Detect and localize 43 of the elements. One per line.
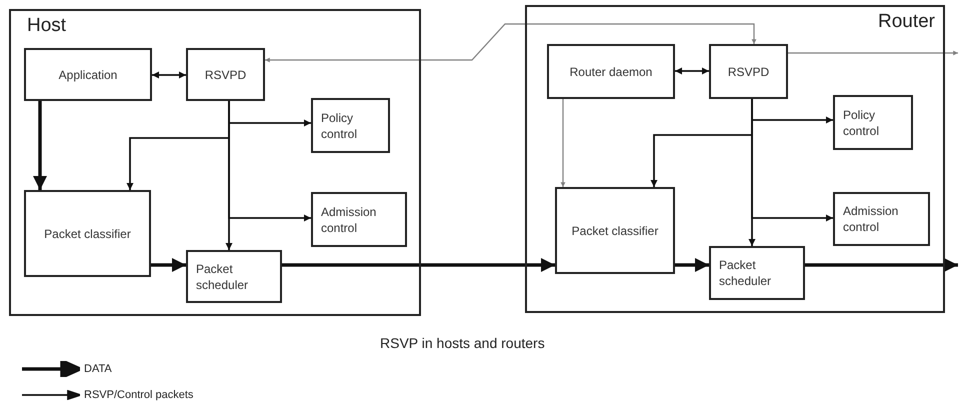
- arrow: [282, 258, 555, 272]
- process-box: [709, 44, 788, 99]
- box-label: Router daemon: [570, 64, 652, 80]
- box-label: Policy control: [843, 106, 880, 138]
- box-label: Policy control: [321, 110, 358, 142]
- process-box: [709, 246, 805, 300]
- container-box: [9, 9, 421, 316]
- process-box: [311, 192, 407, 247]
- process-box: [833, 192, 930, 246]
- box-label: Application: [58, 66, 118, 82]
- panel-title: Host: [27, 15, 66, 37]
- box-label: Admission control: [321, 204, 378, 236]
- legend-label: RSVP/Control packets: [84, 388, 194, 402]
- arrow: [805, 258, 958, 272]
- process-box: [833, 95, 913, 150]
- arrow: [675, 67, 709, 75]
- box-label: Packet classifier: [572, 222, 658, 238]
- process-box: [24, 190, 151, 277]
- caption: RSVP in hosts and routers: [380, 334, 545, 352]
- arrow: [675, 258, 709, 272]
- box-label: Packet scheduler: [196, 260, 250, 292]
- process-box: [555, 187, 675, 274]
- box-label: Packet scheduler: [719, 257, 772, 289]
- box-label: Packet classifier: [44, 226, 131, 242]
- arrow: [33, 101, 47, 190]
- container-box: [525, 5, 945, 313]
- process-box: [186, 250, 282, 303]
- arrow: [225, 101, 233, 250]
- process-box: [547, 44, 675, 99]
- box-label: RSVPD: [728, 64, 770, 80]
- arrow: [560, 99, 566, 187]
- box-label: RSVPD: [204, 66, 246, 82]
- arrow: [265, 23, 756, 62]
- process-box: [24, 48, 152, 101]
- panel-title: Router: [878, 11, 935, 33]
- arrow: [788, 50, 958, 56]
- legend-label: DATA: [84, 362, 112, 376]
- arrow: [748, 99, 756, 246]
- arrow: [152, 71, 186, 79]
- process-box: [311, 98, 390, 153]
- process-box: [186, 48, 265, 101]
- box-label: Admission control: [843, 203, 900, 235]
- arrow: [151, 258, 186, 272]
